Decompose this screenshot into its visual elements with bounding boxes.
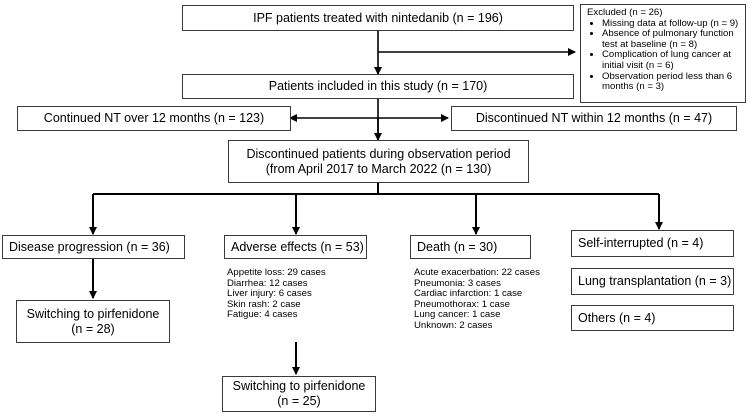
lung-transplantation-box: Lung transplantation (n = 3) <box>571 268 734 295</box>
excluded-item: Observation period less than 6 months (n… <box>602 71 741 93</box>
observation-box: Discontinued patients during observation… <box>228 140 529 183</box>
excluded-list: Missing data at follow-up (n = 9) Absenc… <box>587 18 741 93</box>
disease-progression-label: Disease progression (n = 36) <box>9 239 170 254</box>
included-label: Patients included in this study (n = 170… <box>268 79 488 93</box>
excluded-item: Complication of lung cancer at initial v… <box>602 50 741 71</box>
death-label: Death (n = 30) <box>417 239 498 254</box>
observation-label-line2: (from April 2017 to March 2022 (n = 130) <box>265 161 492 176</box>
treated-box: IPF patients treated with nintedanib (n … <box>182 5 574 31</box>
others-box: Others (n = 4) <box>571 305 734 331</box>
self-interrupted-box: Self-interrupted (n = 4) <box>571 230 734 257</box>
continued-box: Continued NT over 12 months (n = 123) <box>17 106 291 131</box>
death-details: Acute exacerbation: 22 cases Pneumonia: … <box>414 267 540 332</box>
excluded-box: Excluded (n = 26) Missing data at follow… <box>580 4 746 103</box>
excluded-item: Absence of pulmonary function test at ba… <box>602 28 741 50</box>
death-detail-item: Unknown: 2 cases <box>414 319 493 331</box>
death-detail-item: Cardiac infarction: 1 case <box>414 288 523 300</box>
self-interrupted-label: Self-interrupted (n = 4) <box>578 236 704 250</box>
observation-label-line1: Discontinued patients during observation… <box>246 146 511 161</box>
adverse-effects-label: Adverse effects (n = 53) <box>231 239 364 254</box>
death-detail-item: Pneumothorax: 1 case <box>414 298 510 310</box>
adverse-detail-item: Diarrhea: 12 cases <box>227 277 308 289</box>
continued-label: Continued NT over 12 months (n = 123) <box>43 111 265 125</box>
adverse-detail-item: Fatigue: 4 cases <box>227 309 298 321</box>
switching-dp-line1: Switching to pirfenidone <box>26 306 160 321</box>
adverse-detail-item: Skin rash: 2 case <box>227 298 301 310</box>
others-label: Others (n = 4) <box>578 310 656 325</box>
adverse-effects-box: Adverse effects (n = 53) <box>224 235 367 259</box>
death-detail-item: Pneumonia: 3 cases <box>414 277 501 289</box>
switching-dp-line2: (n = 28) <box>71 321 115 336</box>
switching-ae-box: Switching to pirfenidone (n = 25) <box>222 376 376 412</box>
death-box: Death (n = 30) <box>410 235 531 259</box>
lung-transplantation-label: Lung transplantation (n = 3) <box>578 274 732 288</box>
death-detail-item: Acute exacerbation: 22 cases <box>414 267 540 278</box>
adverse-details: Appetite loss: 29 cases Diarrhea: 12 cas… <box>227 267 326 321</box>
excluded-title: Excluded (n = 26) <box>587 7 663 18</box>
discontinued-12-box: Discontinued NT within 12 months (n = 47… <box>451 106 737 131</box>
treated-label: IPF patients treated with nintedanib (n … <box>253 10 503 25</box>
adverse-detail-item: Appetite loss: 29 cases <box>227 267 326 278</box>
switching-ae-line2: (n = 25) <box>277 394 321 408</box>
included-box: Patients included in this study (n = 170… <box>182 74 574 99</box>
discontinued-12-label: Discontinued NT within 12 months (n = 47… <box>475 111 713 125</box>
disease-progression-box: Disease progression (n = 36) <box>2 235 185 259</box>
death-detail-item: Lung cancer: 1 case <box>414 309 501 321</box>
switching-dp-box: Switching to pirfenidone (n = 28) <box>16 300 170 343</box>
switching-ae-line1: Switching to pirfenidone <box>232 379 366 393</box>
excluded-item: Missing data at follow-up (n = 9) <box>602 18 741 30</box>
adverse-detail-item: Liver injury: 6 cases <box>227 288 312 300</box>
